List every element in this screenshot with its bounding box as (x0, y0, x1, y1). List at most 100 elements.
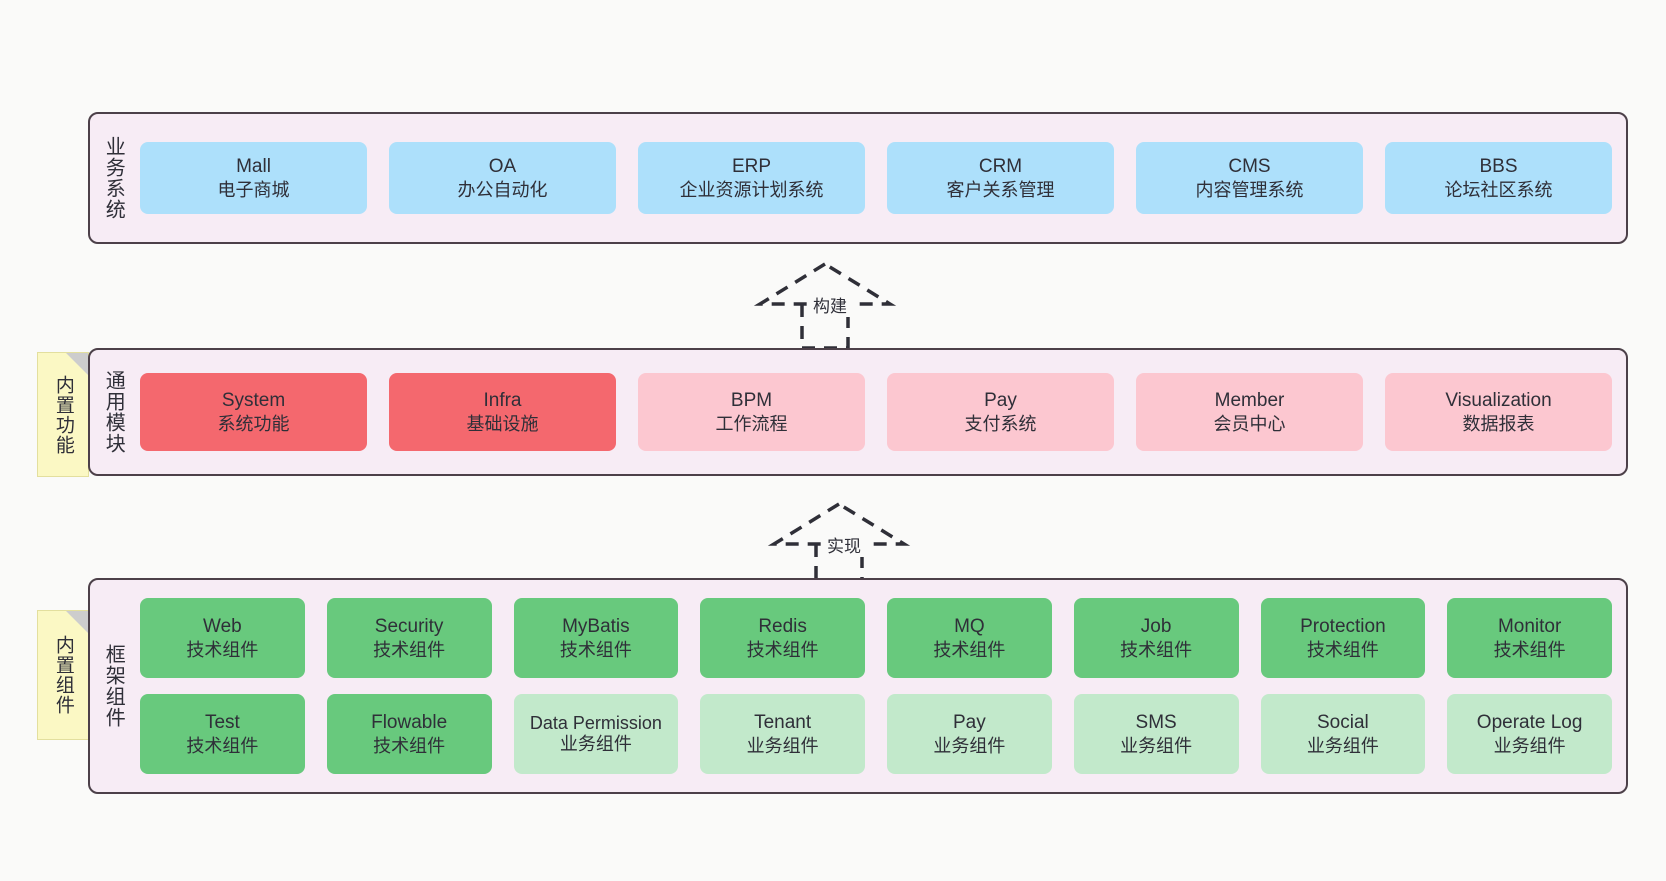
box-protection[interactable]: Protection 技术组件 (1260, 598, 1426, 678)
layer-body-business: Mall 电子商城 OA 办公自动化 ERP 企业资源计划系统 CRM 客户关系… (136, 114, 1626, 242)
connector-label-implement: 实现 (823, 532, 865, 557)
box-operate-log[interactable]: Operate Log 业务组件 (1447, 694, 1612, 774)
layer-framework-component: 框架组件 Web 技术组件 Security 技术组件 MyBatis 技术组件… (88, 578, 1628, 794)
box-subtitle: 业务组件 (1306, 735, 1379, 756)
box-title: Tenant (754, 711, 812, 733)
box-oa[interactable]: OA 办公自动化 (389, 142, 616, 214)
layer-title-framework: 框架组件 (102, 644, 125, 728)
box-title: Infra (483, 389, 522, 411)
box-title: Monitor (1497, 615, 1562, 637)
box-title: Job (1140, 615, 1172, 637)
box-data-permission[interactable]: Data Permission 业务组件 (513, 694, 679, 774)
box-subtitle: 内容管理系统 (1195, 179, 1304, 200)
box-title: OA (488, 155, 517, 177)
box-mq[interactable]: MQ 技术组件 (887, 598, 1052, 678)
box-title: Operate Log (1476, 711, 1583, 733)
row-framework-1: Web 技术组件 Security 技术组件 MyBatis 技术组件 Redi… (140, 598, 1612, 678)
box-subtitle: 技术组件 (186, 639, 259, 660)
connector-implement: 实现 (764, 496, 924, 592)
box-title: MQ (954, 615, 985, 637)
box-title: BPM (730, 389, 773, 411)
box-security[interactable]: Security 技术组件 (326, 598, 492, 678)
box-mall[interactable]: Mall 电子商城 (140, 142, 367, 214)
box-subtitle: 业务组件 (933, 735, 1006, 756)
box-subtitle: 业务组件 (1493, 735, 1566, 756)
box-subtitle: 技术组件 (373, 639, 446, 660)
box-subtitle: 办公自动化 (457, 179, 548, 200)
box-title: Data Permission (529, 712, 662, 733)
box-subtitle: 技术组件 (746, 639, 819, 660)
box-title: Mall (236, 155, 271, 177)
box-test[interactable]: Test 技术组件 (140, 694, 305, 774)
box-title: Pay (984, 389, 1017, 411)
row-framework-2: Test 技术组件 Flowable 技术组件 Data Permission … (140, 694, 1612, 774)
box-bpm[interactable]: BPM 工作流程 (638, 373, 865, 451)
box-title: CMS (1228, 155, 1271, 177)
box-subtitle: 技术组件 (373, 735, 446, 756)
box-title: SMS (1135, 711, 1177, 733)
box-subtitle: 业务组件 (1120, 735, 1193, 756)
box-title: ERP (731, 155, 772, 177)
note-text: 内置组件 (52, 635, 74, 715)
box-subtitle: 基础设施 (466, 413, 539, 434)
box-subtitle: 数据报表 (1462, 413, 1535, 434)
box-title: MyBatis (562, 615, 630, 637)
connector-label-build: 构建 (809, 292, 851, 317)
box-title: Social (1317, 711, 1369, 733)
box-subtitle: 支付系统 (964, 413, 1037, 434)
box-title: Flowable (371, 711, 448, 733)
box-crm[interactable]: CRM 客户关系管理 (887, 142, 1114, 214)
box-title: CRM (978, 155, 1023, 177)
box-title: System (221, 389, 286, 411)
box-subtitle: 技术组件 (186, 735, 259, 756)
box-subtitle: 企业资源计划系统 (679, 179, 824, 200)
box-tenant[interactable]: Tenant 业务组件 (700, 694, 865, 774)
box-title: Test (204, 711, 240, 733)
box-pay-component[interactable]: Pay 业务组件 (887, 694, 1052, 774)
box-bbs[interactable]: BBS 论坛社区系统 (1385, 142, 1612, 214)
box-cms[interactable]: CMS 内容管理系统 (1136, 142, 1363, 214)
layer-body-framework: Web 技术组件 Security 技术组件 MyBatis 技术组件 Redi… (136, 580, 1626, 792)
box-subtitle: 电子商城 (217, 179, 290, 200)
box-erp[interactable]: ERP 企业资源计划系统 (638, 142, 865, 214)
box-pay-module[interactable]: Pay 支付系统 (887, 373, 1114, 451)
box-subtitle: 技术组件 (933, 639, 1006, 660)
box-system[interactable]: System 系统功能 (140, 373, 367, 451)
layer-title-common: 通用模块 (102, 370, 125, 454)
box-social[interactable]: Social 业务组件 (1260, 694, 1426, 774)
box-subtitle: 业务组件 (559, 734, 632, 754)
box-title: Pay (953, 711, 986, 733)
box-title: Security (374, 615, 444, 637)
box-member[interactable]: Member 会员中心 (1136, 373, 1363, 451)
box-subtitle: 系统功能 (217, 413, 290, 434)
box-monitor[interactable]: Monitor 技术组件 (1447, 598, 1612, 678)
box-subtitle: 技术组件 (1306, 639, 1379, 660)
box-title: Member (1214, 389, 1285, 411)
box-redis[interactable]: Redis 技术组件 (700, 598, 865, 678)
layer-common-module: 通用模块 System 系统功能 Infra 基础设施 BPM 工作流程 Pay… (88, 348, 1628, 476)
box-title: Visualization (1445, 389, 1552, 411)
box-visualization[interactable]: Visualization 数据报表 (1385, 373, 1612, 451)
box-mybatis[interactable]: MyBatis 技术组件 (513, 598, 679, 678)
box-title: Protection (1300, 615, 1386, 637)
box-web[interactable]: Web 技术组件 (140, 598, 305, 678)
row-common-1: System 系统功能 Infra 基础设施 BPM 工作流程 Pay 支付系统… (140, 373, 1612, 451)
box-title: Redis (758, 615, 807, 637)
note-text: 内置功能 (52, 374, 74, 455)
box-flowable[interactable]: Flowable 技术组件 (326, 694, 492, 774)
note-built-in-components: 内置组件 (37, 610, 89, 740)
box-subtitle: 技术组件 (559, 639, 632, 660)
box-infra[interactable]: Infra 基础设施 (389, 373, 616, 451)
box-subtitle: 客户关系管理 (946, 179, 1055, 200)
box-subtitle: 技术组件 (1120, 639, 1193, 660)
box-sms[interactable]: SMS 业务组件 (1073, 694, 1239, 774)
layer-business-system: 业务系统 Mall 电子商城 OA 办公自动化 ERP 企业资源计划系统 CRM… (88, 112, 1628, 244)
layer-title-business: 业务系统 (102, 136, 125, 220)
row-business-1: Mall 电子商城 OA 办公自动化 ERP 企业资源计划系统 CRM 客户关系… (140, 142, 1612, 214)
box-job[interactable]: Job 技术组件 (1073, 598, 1239, 678)
layer-body-common: System 系统功能 Infra 基础设施 BPM 工作流程 Pay 支付系统… (136, 350, 1626, 474)
note-built-in-features: 内置功能 (37, 352, 89, 477)
box-subtitle: 工作流程 (715, 413, 788, 434)
box-subtitle: 论坛社区系统 (1444, 179, 1553, 200)
box-subtitle: 业务组件 (746, 735, 819, 756)
